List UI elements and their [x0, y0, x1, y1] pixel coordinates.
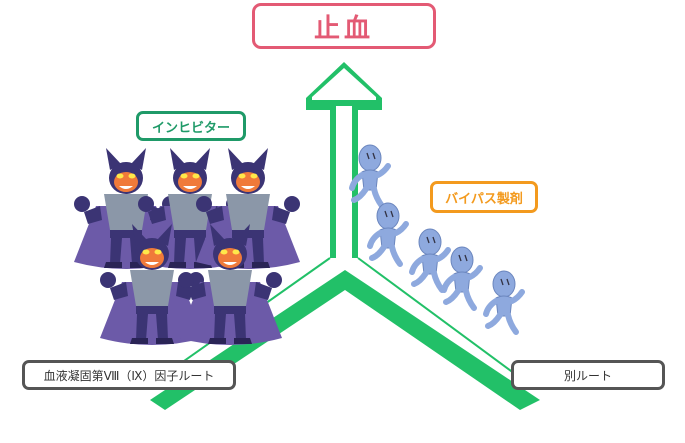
villain-group: [74, 148, 300, 345]
goal-hemostasis-box: 止血: [252, 3, 436, 49]
inhibitor-label: インヒビター: [136, 111, 246, 141]
running-person-icon: [486, 271, 522, 332]
alternate-route-line: [357, 257, 531, 386]
alternate-route-label: 別ルート: [511, 360, 665, 390]
running-person-icon: [412, 229, 448, 290]
running-person-icon: [444, 247, 480, 308]
main-route-label: 血液凝固第Ⅷ（Ⅸ）因子ルート: [22, 360, 236, 390]
up-arrow-icon: [306, 62, 382, 258]
v-base-arrow: [150, 270, 540, 410]
bypass-agent-label: バイパス製剤: [430, 181, 538, 213]
running-person-icon: [370, 203, 406, 264]
